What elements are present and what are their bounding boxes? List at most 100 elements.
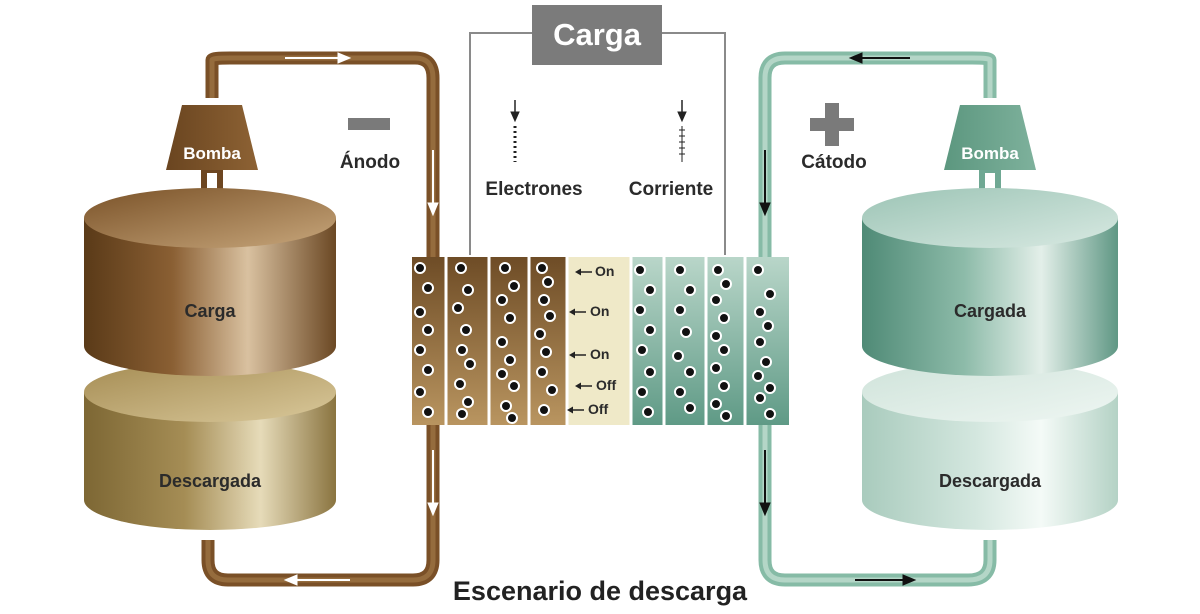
ion-dot	[460, 324, 472, 336]
left-tank-top-label: Carga	[184, 301, 236, 321]
ion-dot	[684, 284, 696, 296]
electrons-label: Electrones	[485, 179, 583, 200]
ion-dot	[455, 262, 467, 274]
ion-dot	[534, 328, 546, 340]
membrane-label-3: On	[590, 346, 610, 362]
cathode-label: Cátodo	[801, 152, 867, 173]
load-box	[532, 5, 662, 65]
ion-dot	[508, 380, 520, 392]
ion-dot	[634, 304, 646, 316]
ion-dot	[712, 264, 724, 276]
ion-dot	[642, 406, 654, 418]
membrane-label-5: Off	[588, 401, 609, 417]
left-arrow-icon	[567, 406, 584, 414]
ion-dot	[718, 312, 730, 324]
membrane-arrows	[567, 268, 592, 414]
left-tank-charged	[84, 188, 336, 376]
ion-dot	[540, 346, 552, 358]
ion-dot	[644, 324, 656, 336]
right-tank-bottom-label: Descargada	[938, 471, 1042, 491]
ion-dot	[752, 264, 764, 276]
left-tank-discharged	[84, 362, 336, 530]
minus-sign	[348, 118, 390, 130]
membrane-label-2: On	[590, 303, 610, 319]
ion-dot	[720, 278, 732, 290]
right-tank-top-label: Cargada	[953, 301, 1027, 321]
ion-dot	[462, 284, 474, 296]
ion-dot	[538, 294, 550, 306]
ion-dot	[644, 284, 656, 296]
left-arrow-icon	[569, 308, 586, 316]
ion-dot	[499, 262, 511, 274]
ion-dot	[720, 410, 732, 422]
ion-dot	[414, 386, 426, 398]
membrane-label-1: On	[595, 263, 615, 279]
ion-dot	[536, 366, 548, 378]
ion-dot	[538, 404, 550, 416]
diagram-title: Escenario de descarga	[452, 576, 748, 606]
ion-dot	[764, 382, 776, 394]
ion-dot	[456, 344, 468, 356]
left-arrow-icon	[575, 268, 592, 276]
ion-dot	[414, 306, 426, 318]
ion-dot	[672, 350, 684, 362]
ion-dot	[710, 294, 722, 306]
right-tank-charged	[862, 188, 1118, 376]
ion-dot	[414, 262, 426, 274]
left-pump-label: Bomba	[183, 144, 241, 163]
ion-dot	[760, 356, 772, 368]
cell-stack	[412, 257, 789, 425]
catholyte-flow-arrows	[759, 52, 917, 586]
ion-dot	[422, 282, 434, 294]
ion-dot	[508, 280, 520, 292]
membrane-label-4: Off	[596, 377, 617, 393]
ion-dot	[506, 412, 518, 424]
right-tank-discharged	[862, 362, 1118, 530]
ion-dot	[422, 406, 434, 418]
ion-dot	[422, 324, 434, 336]
right-pump-label: Bomba	[961, 144, 1019, 163]
load-circuit	[469, 5, 726, 255]
ion-dot	[536, 262, 548, 274]
ion-dot	[452, 302, 464, 314]
ion-dot	[634, 264, 646, 276]
ion-dot	[764, 408, 776, 420]
anode-label: Ánodo	[339, 152, 401, 173]
ion-dot	[680, 326, 692, 338]
ion-dot	[754, 306, 766, 318]
ion-dot	[644, 366, 656, 378]
ion-dot	[636, 344, 648, 356]
ion-dot	[718, 344, 730, 356]
ion-dot	[710, 330, 722, 342]
ion-dot	[718, 380, 730, 392]
ion-dot	[464, 358, 476, 370]
ion-dot	[454, 378, 466, 390]
ion-dot	[674, 386, 686, 398]
left-arrow-icon	[575, 382, 592, 390]
ion-dot	[710, 362, 722, 374]
ion-dot	[684, 366, 696, 378]
left-arrow-icon	[569, 351, 586, 359]
current-arrow-icon	[677, 100, 687, 162]
plus-sign	[810, 103, 854, 146]
ion-dot	[674, 264, 686, 276]
current-label: Corriente	[628, 179, 714, 200]
ion-dot	[504, 354, 516, 366]
ion-dot	[500, 400, 512, 412]
left-tank-bottom-label: Descargada	[158, 471, 262, 491]
anolyte-flow-arrows	[283, 52, 439, 586]
ion-dot	[542, 276, 554, 288]
ion-dot	[754, 392, 766, 404]
ion-dot	[422, 364, 434, 376]
ion-dot	[496, 336, 508, 348]
ion-dot	[674, 304, 686, 316]
ion-dot	[764, 288, 776, 300]
ion-dot	[544, 310, 556, 322]
ion-dot	[462, 396, 474, 408]
ion-dot	[752, 370, 764, 382]
ion-dot	[456, 408, 468, 420]
load-label: Carga	[553, 17, 641, 52]
ion-dot	[710, 398, 722, 410]
ion-dot	[636, 386, 648, 398]
